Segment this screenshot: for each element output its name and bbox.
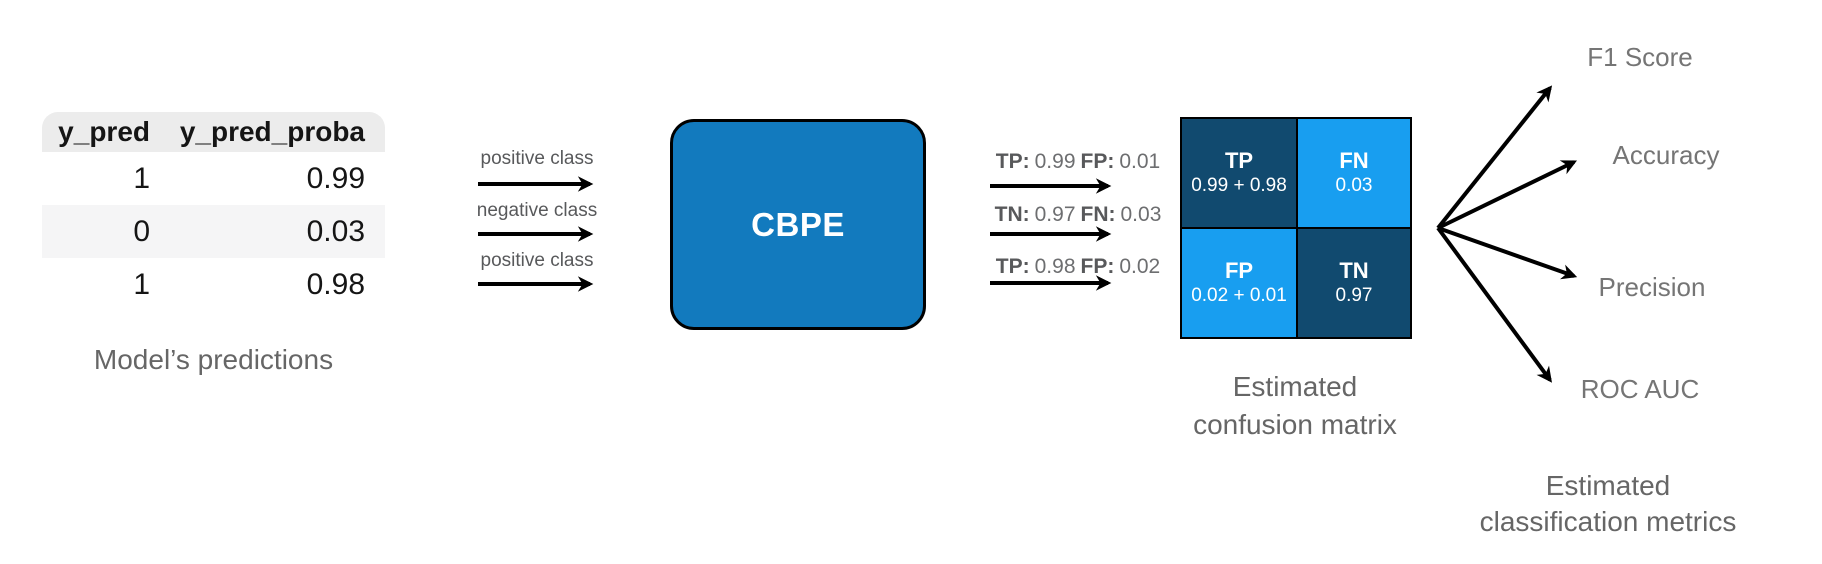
table-row: 1 0.98 bbox=[42, 258, 385, 311]
input-arrow-label: positive class bbox=[480, 148, 594, 169]
predictions-table-header: y_pred y_pred_proba bbox=[42, 112, 385, 152]
confusion-matrix-tn: TN 0.97 bbox=[1298, 229, 1410, 337]
metric-label-accuracy: Accuracy bbox=[1612, 140, 1720, 170]
metric-value: 0.03 bbox=[1120, 203, 1162, 226]
quadrant-label: FP bbox=[1224, 258, 1254, 283]
table-cell: 0.03 bbox=[306, 214, 365, 248]
fan-arrow-accuracy bbox=[1437, 160, 1578, 230]
metric-key: FP: bbox=[1080, 255, 1115, 278]
table-cell: 0.98 bbox=[306, 267, 365, 301]
quadrant-value: 0.99 + 0.98 bbox=[1191, 175, 1287, 196]
confusion-matrix-caption: Estimated confusion matrix bbox=[1193, 371, 1397, 440]
confusion-matrix-fn: FN 0.03 bbox=[1298, 119, 1410, 227]
metric-value: 0.01 bbox=[1119, 150, 1161, 173]
confusion-matrix-tp: TP 0.99 + 0.98 bbox=[1182, 119, 1296, 227]
predictions-table: y_pred y_pred_proba 1 0.99 0 0.03 1 0.98 bbox=[42, 112, 385, 311]
metric-label-f1-score: F1 Score bbox=[1587, 42, 1693, 72]
table-cell: 1 bbox=[133, 267, 150, 301]
metric-key: TP: bbox=[995, 255, 1030, 278]
metric-key: TN: bbox=[994, 203, 1030, 226]
table-row: 0 0.03 bbox=[42, 205, 385, 258]
quadrant-value: 0.03 bbox=[1335, 175, 1373, 196]
quadrant-value: 0.97 bbox=[1335, 285, 1373, 306]
cbpe-box-label: CBPE bbox=[751, 205, 845, 243]
metric-key: FN: bbox=[1080, 203, 1116, 226]
metric-label-precision: Precision bbox=[1598, 272, 1706, 302]
metric-key: TP: bbox=[995, 150, 1030, 173]
quadrant-label: TN bbox=[1339, 258, 1369, 283]
confusion-matrix: TP 0.99 + 0.98 FN 0.03 FP 0.02 + 0.01 TN… bbox=[1180, 117, 1412, 339]
cbpe-box: CBPE bbox=[670, 119, 926, 330]
quadrant-value: 0.02 + 0.01 bbox=[1191, 285, 1287, 306]
fan-arrow-precision bbox=[1437, 226, 1578, 280]
table-cell: 0 bbox=[133, 214, 150, 248]
metric-value: 0.02 bbox=[1119, 255, 1161, 278]
table-cell: 1 bbox=[133, 161, 150, 195]
metric-key: FP: bbox=[1080, 150, 1115, 173]
confusion-matrix-fp: FP 0.02 + 0.01 bbox=[1182, 229, 1296, 337]
predictions-table-caption: Model’s predictions bbox=[93, 344, 334, 375]
fan-arrow-roc-auc bbox=[1436, 226, 1552, 383]
metric-label-roc-auc: ROC AUC bbox=[1580, 374, 1700, 404]
metrics-caption: Estimated classification metrics bbox=[1479, 470, 1737, 537]
quadrant-label: FN bbox=[1339, 148, 1369, 173]
table-cell: 0.99 bbox=[306, 161, 365, 195]
column-header-y-pred: y_pred bbox=[58, 116, 150, 147]
metric-value: 0.97 bbox=[1034, 203, 1076, 226]
table-row: 1 0.99 bbox=[42, 152, 385, 205]
quadrant-label: TP bbox=[1224, 148, 1254, 173]
input-arrow-label: negative class bbox=[476, 200, 598, 221]
metric-value: 0.98 bbox=[1034, 255, 1076, 278]
column-header-y-pred-proba: y_pred_proba bbox=[179, 116, 365, 147]
metric-value: 0.99 bbox=[1034, 150, 1076, 173]
fan-arrow-f1 bbox=[1436, 85, 1553, 230]
input-arrow-label: positive class bbox=[480, 250, 594, 271]
